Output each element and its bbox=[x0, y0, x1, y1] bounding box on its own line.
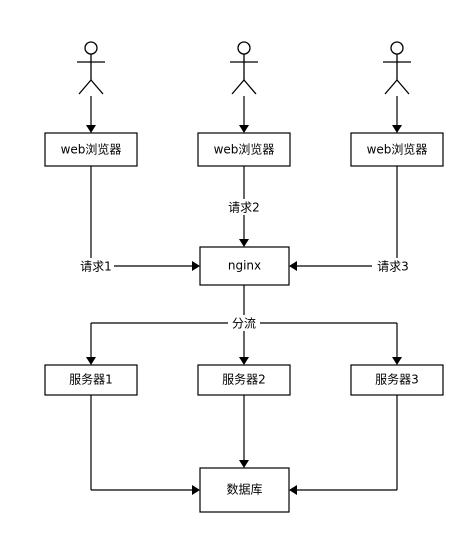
user-actor-icon bbox=[230, 41, 258, 95]
request-1-edge bbox=[90, 166, 200, 271]
database-node: 数据库 bbox=[199, 467, 290, 513]
request-3-label: 请求3 bbox=[377, 260, 409, 274]
user-actor-icon bbox=[77, 41, 105, 95]
nginx-label: nginx bbox=[228, 259, 261, 273]
user-actor-icon bbox=[383, 41, 411, 95]
server-label: 服务器3 bbox=[375, 372, 419, 387]
actor-to-browser-arrow bbox=[86, 96, 96, 133]
server-label: 服务器2 bbox=[222, 372, 266, 387]
browser-label: web浏览器 bbox=[61, 142, 122, 157]
server-node: 服务器1 bbox=[44, 364, 138, 396]
request-2-label: 请求2 bbox=[228, 201, 260, 215]
actor-to-browser-arrow bbox=[239, 96, 249, 133]
browser-label: web浏览器 bbox=[214, 142, 275, 157]
server-node: 服务器3 bbox=[350, 364, 444, 396]
database-label: 数据库 bbox=[226, 482, 262, 497]
server-to-db-edge bbox=[90, 395, 200, 495]
server-to-db-edge bbox=[239, 395, 249, 468]
browser-node: web浏览器 bbox=[44, 132, 138, 167]
server-label: 服务器1 bbox=[69, 372, 113, 387]
server-to-db-edge bbox=[289, 395, 398, 495]
server-node: 服务器2 bbox=[197, 364, 291, 396]
browser-node: web浏览器 bbox=[350, 132, 444, 167]
request-1-label: 请求1 bbox=[80, 260, 112, 274]
request-3-edge bbox=[289, 166, 398, 271]
browser-node: web浏览器 bbox=[197, 132, 291, 167]
actor-to-browser-arrow bbox=[392, 96, 402, 133]
split-label: 分流 bbox=[232, 317, 256, 331]
browser-label: web浏览器 bbox=[367, 142, 428, 157]
nginx-node: nginx bbox=[199, 246, 290, 286]
